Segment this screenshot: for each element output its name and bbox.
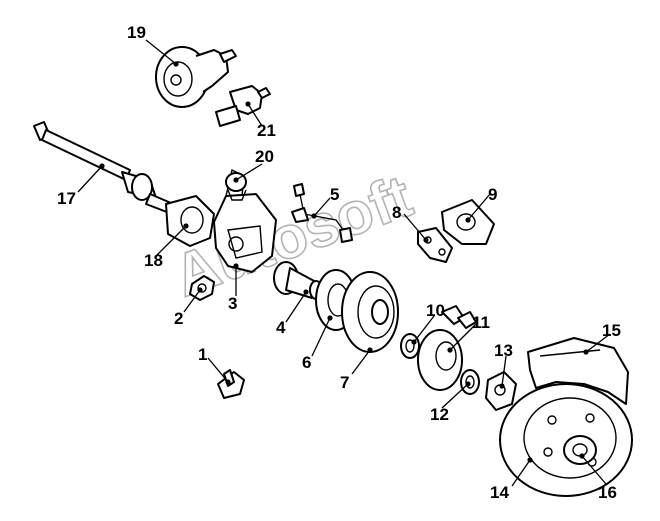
hub-nut-part[interactable]	[485, 371, 517, 411]
callout-13: 13	[494, 341, 513, 360]
callout-11: 11	[472, 313, 490, 332]
callout-1: 1	[198, 345, 207, 364]
nut-part[interactable]	[189, 275, 215, 301]
switch-valve-part[interactable]	[215, 85, 271, 127]
callout-12: 12	[430, 405, 449, 424]
callout-19: 19	[127, 23, 146, 42]
callout-5: 5	[330, 185, 339, 204]
callout-10: 10	[426, 301, 445, 320]
callout-21: 21	[257, 121, 276, 140]
callout-4: 4	[276, 318, 286, 337]
axle-shaft-part[interactable]	[33, 121, 179, 215]
bracket-part[interactable]	[417, 227, 453, 263]
callout-labels: 19 21 17 20 18 5 2 3 4 8 9 6 7 10 11 12 …	[57, 23, 621, 502]
hub-part[interactable]	[341, 271, 399, 353]
callout-8: 8	[392, 203, 401, 222]
bearing-part[interactable]	[400, 333, 420, 359]
callout-16: 16	[598, 483, 617, 502]
washer-part[interactable]	[460, 369, 480, 395]
callout-9: 9	[488, 185, 497, 204]
leader-dots	[99, 61, 589, 463]
callout-17: 17	[57, 189, 76, 208]
brake-rotor-part[interactable]	[499, 383, 633, 497]
splash-shield-part[interactable]	[527, 337, 629, 405]
callout-18: 18	[144, 251, 163, 270]
vacuum-actuator-part[interactable]	[155, 46, 237, 108]
callout-6: 6	[302, 353, 311, 372]
callout-15: 15	[602, 321, 621, 340]
callout-2: 2	[174, 309, 183, 328]
callout-20: 20	[255, 147, 274, 166]
leader-lines	[77, 39, 611, 487]
brake-hose-part[interactable]	[291, 183, 353, 243]
callout-3: 3	[228, 294, 237, 313]
callout-14: 14	[490, 483, 509, 502]
rotor-hat-part[interactable]	[563, 435, 597, 465]
callout-7: 7	[340, 373, 349, 392]
hub-flange-part[interactable]	[417, 305, 477, 391]
